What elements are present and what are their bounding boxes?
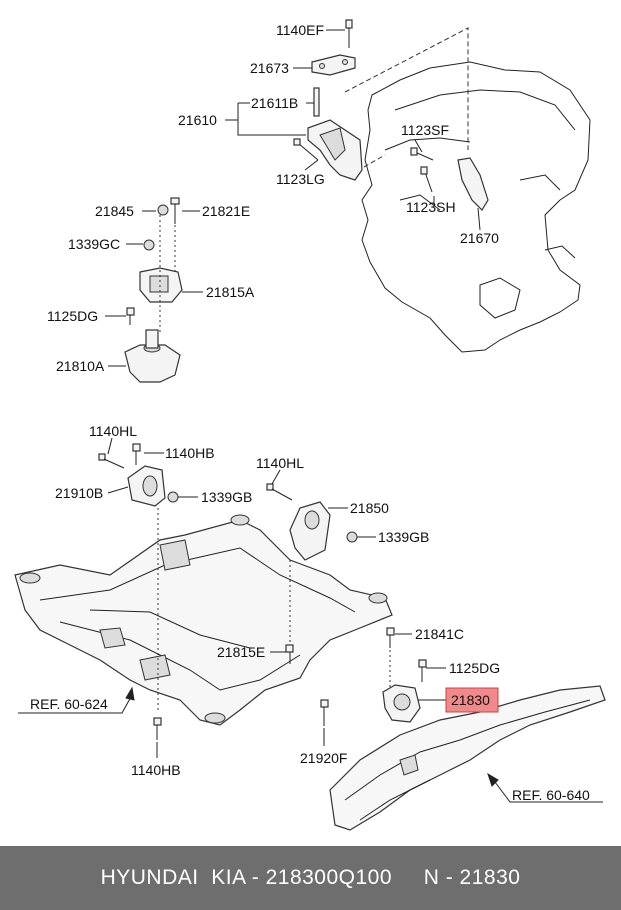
label-1123SF: 1123SF: [401, 122, 449, 138]
nut-1339GC: [143, 239, 155, 251]
label-1125DG-top: 1125DG: [47, 308, 98, 324]
label-21845: 21845: [95, 203, 134, 219]
label-21611B: 21611B: [251, 95, 298, 111]
parts-diagram: 1140EF 21673 21611B 21610 1123SF 1123LG …: [14, 19, 606, 831]
label-21920F: 21920F: [300, 750, 347, 766]
mount-21850: [289, 501, 331, 561]
target-part-highlight: [445, 687, 499, 713]
label-21830: 21830: [451, 692, 490, 708]
bolt-1140HL-left: [98, 453, 125, 469]
leader-lines: [18, 29, 603, 803]
label-1140EF: 1140EF: [276, 22, 324, 38]
nut-1339GB-mid: [346, 531, 358, 543]
bolt-1140HB-bottom: [153, 717, 162, 740]
mount-21830: [382, 684, 421, 723]
label-21815E: 21815E: [217, 644, 265, 660]
bracket-21815A: [139, 267, 183, 303]
bolt-21815E: [285, 644, 294, 664]
nut-21845: [157, 204, 169, 216]
footer-bar: HYUNDAI KIA - 218300Q100 N - 21830: [0, 846, 621, 910]
engine-block-outline: [344, 27, 591, 353]
label-1123SH: 1123SH: [406, 199, 456, 215]
bracket-21610: [307, 119, 363, 181]
label-21815A: 21815A: [206, 284, 255, 300]
bracket-21673: [311, 54, 356, 76]
footer-text: HYUNDAI KIA - 218300Q100 N - 21830: [100, 866, 521, 889]
bolt-21611B: [313, 87, 320, 117]
bolt-21821E: [170, 197, 180, 224]
bolt-1125DG-top: [126, 307, 135, 325]
label-1140HB-top: 1140HB: [165, 445, 215, 461]
label-1125DG-bottom: 1125DG: [449, 660, 500, 676]
bolt-1140EF: [345, 19, 353, 48]
label-21821E: 21821E: [202, 203, 250, 219]
label-21673: 21673: [250, 60, 289, 76]
bolt-1123SF: [410, 147, 434, 161]
label-1140HL-mid: 1140HL: [256, 455, 304, 471]
label-21841C: 21841C: [415, 626, 464, 642]
mount-21810A: [124, 329, 181, 383]
bracket-21670: [457, 157, 489, 211]
label-ref-60-640: REF. 60-640: [512, 787, 590, 803]
side-member: [329, 685, 606, 831]
label-1123LG: 1123LG: [276, 171, 325, 187]
label-ref-60-624: REF. 60-624: [30, 696, 108, 712]
label-1140HB-bottom: 1140HB: [131, 762, 181, 778]
bolt-1123LG: [293, 138, 319, 161]
label-1339GC: 1339GC: [68, 236, 120, 252]
bolt-1125DG-bottom: [418, 659, 427, 682]
subframe: [14, 514, 393, 726]
label-21910B: 21910B: [55, 485, 103, 501]
label-1140HL-left: 1140HL: [89, 423, 137, 439]
label-21850: 21850: [350, 500, 389, 516]
label-21610: 21610: [178, 112, 217, 128]
bolt-21920F: [320, 699, 329, 726]
label-21810A: 21810A: [56, 358, 105, 374]
label-1339GB-left: 1339GB: [201, 489, 252, 505]
label-1339GB-mid: 1339GB: [378, 529, 429, 545]
bolt-1140HB-top: [132, 443, 141, 465]
label-21670: 21670: [460, 230, 499, 246]
bolt-1140HL-mid: [266, 483, 293, 501]
mount-21910B: [127, 465, 166, 507]
part-labels: 1140EF 21673 21611B 21610 1123SF 1123LG …: [30, 22, 590, 803]
bolt-1123SH: [420, 166, 433, 193]
bolt-21841C: [386, 627, 395, 648]
nut-1339GB-left: [167, 491, 179, 503]
